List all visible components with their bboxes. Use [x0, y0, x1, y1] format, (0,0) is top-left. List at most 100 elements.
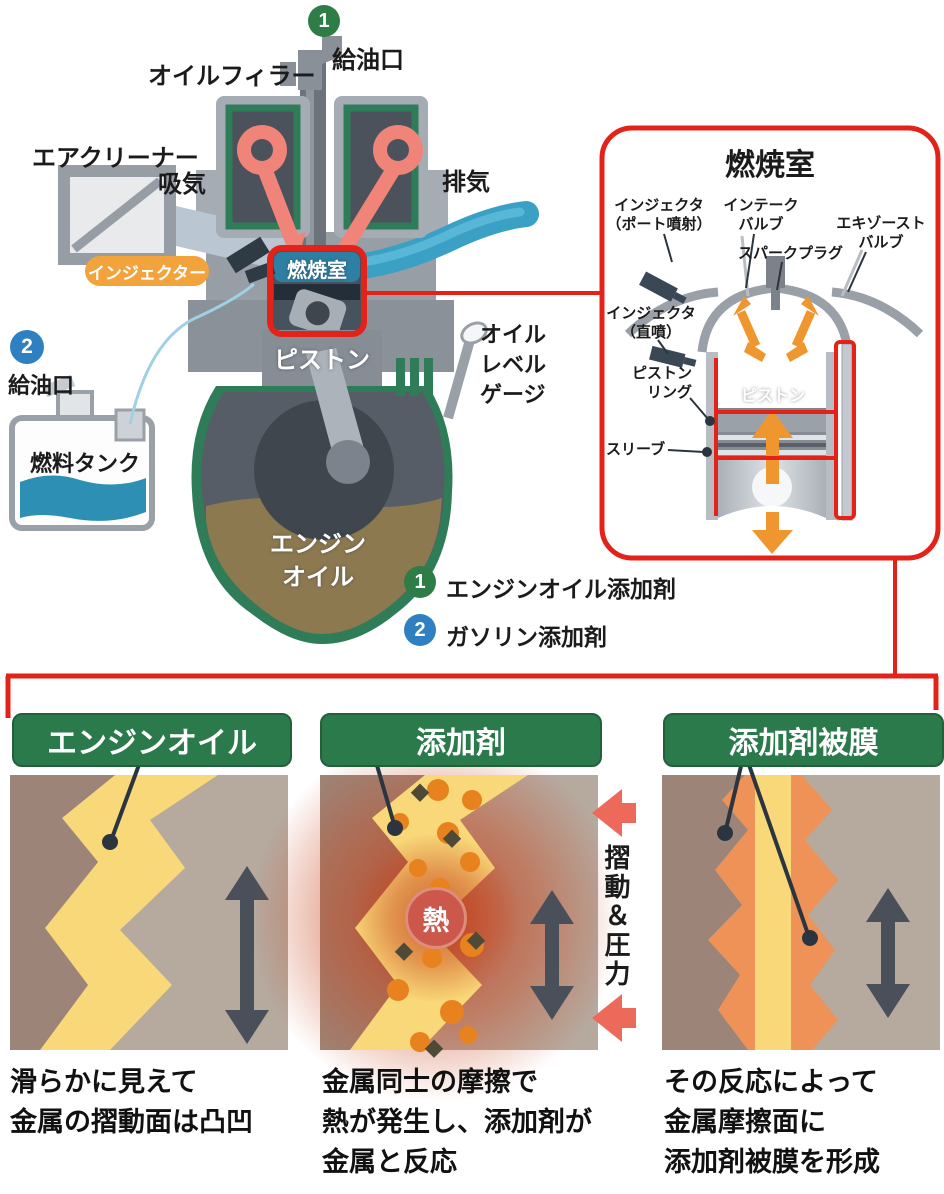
detail-pointers — [657, 233, 867, 453]
panel3-pointer-dot-2 — [802, 930, 818, 946]
connecting-rod — [306, 348, 366, 466]
panel2-caption-line3: 金属と反応 — [322, 1147, 457, 1177]
injector-badge-label: インジェクター — [87, 263, 207, 283]
label-engine-oil: エンジン オイル — [268, 528, 368, 594]
panel1-caption-line1: 滑らかに見えて — [10, 1067, 198, 1097]
panel3-title-badge: 添加剤被膜 — [663, 713, 944, 767]
legend-2-badge: 2 — [404, 614, 436, 646]
oil-dipstick-handle — [460, 321, 488, 345]
injector-direct-line2: （直噴） — [620, 324, 681, 341]
oil-level-gauge-line1: オイル — [480, 322, 547, 347]
legend-2-number: 2 — [414, 618, 426, 641]
detail-label-intake-valve: インテーク バルブ — [716, 196, 806, 234]
panel1-caption-line2: 金属の摺動面は凸凹 — [10, 1107, 253, 1137]
gasket-slat-2 — [410, 358, 419, 396]
injector-port-line1: インジェクタ — [614, 197, 704, 214]
piston-ring-line2: リング — [646, 384, 692, 401]
panel3-caption-line1: その反応によって — [664, 1067, 878, 1097]
callout-2-badge: 2 — [10, 330, 44, 364]
injector-port-line2: （ポート噴射） — [606, 216, 712, 233]
fuel-tank-cap — [42, 374, 76, 398]
detail-label-exhaust-valve: エキゾースト バルブ — [828, 214, 934, 252]
detail-label-injector-direct: インジェクタ （直噴） — [600, 304, 702, 342]
rocker-left-hole — [251, 139, 273, 161]
panel3-slide-arrow — [866, 888, 910, 1018]
valve-left — [255, 159, 303, 253]
engine-oil-line2: オイル — [282, 564, 354, 591]
panel3-pointer-dot-1 — [717, 825, 733, 841]
fuel-line — [128, 282, 255, 425]
detail-label-spark-plug: スパークプラグ — [738, 245, 844, 262]
legend-1-number: 1 — [414, 570, 426, 593]
oil-level-gauge-line2: レベル — [480, 352, 547, 377]
detail-red-highlights — [714, 340, 856, 520]
exhaust-pipe-highlight — [345, 207, 525, 269]
detail-title: 燃焼室 — [725, 149, 815, 182]
spark-plug-tip — [771, 288, 780, 310]
panel1-slide-arrow — [225, 866, 269, 1044]
label-fill-port-top: 給油口 — [332, 47, 404, 74]
panel1-graphic — [10, 761, 288, 1050]
panel1-oil-band — [40, 775, 218, 1050]
valve-right — [337, 158, 405, 254]
label-oil-filler: オイルフィラー — [148, 63, 316, 90]
panel2-diamonds — [394, 783, 486, 1058]
sleeve-wall — [841, 343, 853, 521]
exhaust-valve-line2: バルブ — [858, 234, 904, 251]
panel1-title: エンジンオイル — [47, 727, 257, 760]
panel3-oil-band — [755, 775, 791, 1050]
panel1-pointer — [110, 761, 142, 839]
panel2-title: 添加剤 — [416, 727, 506, 760]
wrist-pin — [752, 467, 792, 507]
detail-label-piston-ring: ピストン リング — [606, 364, 692, 402]
panel3-title: 添加剤被膜 — [728, 727, 879, 760]
intake-valve-line1: インテーク — [723, 197, 799, 214]
spark-plug-body — [766, 256, 785, 288]
panel3-caption: その反応によって 金属摩擦面に 添加剤被膜を形成 — [664, 1062, 880, 1182]
rocker-right-hole — [387, 139, 409, 161]
legend-2-label: ガソリン添加剤 — [446, 624, 607, 650]
panel3-caption-line2: 金属摩擦面に — [664, 1107, 826, 1137]
detail-label-injector-port: インジェクタ （ポート噴射） — [600, 196, 718, 234]
detail-panel — [599, 125, 941, 561]
label-fill-port-left: 給油口 — [8, 373, 75, 398]
slide-pressure-label: 摺動＆圧力 — [601, 844, 631, 989]
label-combustion-chamber-main: 燃焼室 — [287, 260, 347, 282]
fuel-tank-outlet — [114, 408, 146, 442]
injector-body — [226, 236, 270, 274]
oil-filler-side — [280, 62, 296, 86]
panel2-caption-line2: 熱が発生し、添加剤が — [322, 1107, 592, 1137]
legend-1-badge: 1 — [404, 566, 436, 598]
panel2-slide-arrow — [530, 890, 574, 1020]
panel1-metal-left — [10, 775, 115, 1050]
panel1-pointer-dot — [102, 834, 118, 850]
label-intake: 吸気 — [158, 171, 206, 198]
exhaust-valve-line1: エキゾースト — [836, 215, 926, 232]
panel2-pointer — [374, 761, 396, 825]
legend-1-label: エンジンオイル添加剤 — [446, 576, 676, 602]
injector-port-shape — [639, 271, 687, 304]
panel1-caption: 滑らかに見えて 金属の摺動面は凸凹 — [10, 1062, 253, 1142]
crank-pin — [326, 440, 370, 484]
callout-1-number: 1 — [318, 9, 330, 32]
panel3-pointer-1 — [724, 761, 744, 830]
panel3-pointer-2 — [746, 761, 810, 935]
panel2-pointer-dot — [387, 820, 403, 836]
injector-direct-line1: インジェクタ — [606, 305, 696, 322]
panel2-graphic — [251, 733, 621, 1103]
heat-label: 熱 — [422, 905, 450, 936]
panel3-metal-left — [662, 775, 748, 1050]
fuel-liquid — [20, 475, 146, 521]
combustion-chamber-band — [274, 284, 360, 300]
panel2-caption-line1: 金属同士の摩擦で — [322, 1067, 538, 1097]
exhaust-valve-stem — [840, 249, 864, 297]
oil-filler-neck — [298, 36, 342, 90]
panel3-caption-line3: 添加剤被膜を形成 — [664, 1147, 880, 1177]
callout-1-badge: 1 — [308, 5, 340, 37]
sleeve-dot — [702, 447, 712, 457]
intake-valve-line2: バルブ — [738, 216, 784, 233]
panel2-title-badge: 添加剤 — [320, 713, 602, 767]
piston-top-view — [289, 289, 347, 338]
panel2-caption: 金属同士の摩擦で 熱が発生し、添加剤が 金属と反応 — [322, 1062, 592, 1182]
